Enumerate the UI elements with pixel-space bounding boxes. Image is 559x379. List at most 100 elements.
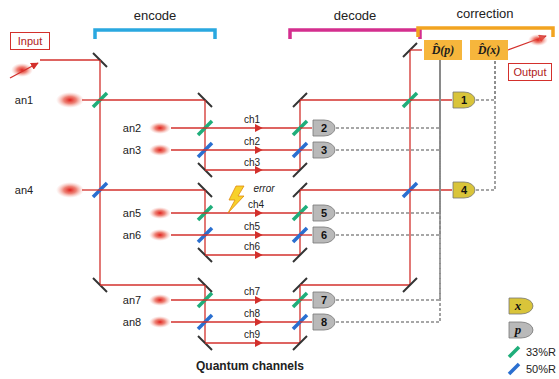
laser-beam	[204, 100, 205, 170]
detector-body	[313, 227, 335, 243]
light-pulse	[149, 207, 171, 219]
node-text: 3	[321, 144, 327, 156]
node-text: D̂(p)	[432, 43, 455, 58]
laser-beam	[262, 234, 300, 235]
laser-beam	[82, 189, 100, 190]
detector: 6	[312, 226, 336, 244]
signal-line	[336, 60, 440, 150]
detector-body	[313, 205, 335, 221]
laser-beam	[10, 63, 38, 78]
ancilla-label: an1	[15, 94, 33, 106]
laser-beam	[205, 342, 262, 343]
ancilla-label: an7	[123, 294, 141, 306]
laser-beam	[204, 285, 205, 343]
stage-bracket	[290, 30, 420, 39]
stage-label: decode	[334, 8, 377, 23]
legend-detector: x	[508, 297, 534, 315]
detector-body	[453, 92, 475, 108]
signal-line	[336, 60, 440, 235]
caption-label: Quantum channels	[196, 359, 304, 373]
laser-beam	[262, 212, 300, 213]
signal-line	[336, 60, 440, 300]
detector-body	[313, 314, 335, 330]
legend-detector: p	[508, 321, 534, 339]
signal-line	[336, 60, 440, 128]
legend-text: 50%R	[526, 363, 556, 375]
displacement-box: D̂(x)	[470, 40, 508, 60]
output-box: Output	[508, 63, 551, 81]
detector: 5	[312, 204, 336, 222]
detector: 3	[312, 141, 336, 159]
signal-line	[476, 60, 495, 190]
legend-text: p	[515, 322, 522, 338]
legend-item: p	[508, 321, 534, 339]
signal-line	[336, 60, 440, 322]
laser-beam	[410, 189, 452, 190]
laser-beam	[204, 190, 205, 255]
detector: 2	[312, 119, 336, 137]
detector-body	[313, 120, 335, 136]
ancilla-label: an4	[15, 184, 33, 196]
node-text: 1	[461, 94, 467, 106]
light-pulse	[149, 144, 171, 156]
laser-beam	[171, 234, 205, 235]
detector-body	[313, 142, 335, 158]
legend-item: 50%R	[506, 360, 556, 378]
legend-text: x	[515, 298, 522, 314]
laser-beam	[171, 149, 205, 150]
laser-beam	[299, 190, 300, 255]
signal-line	[476, 60, 495, 100]
detector-body	[453, 182, 475, 198]
laser-beam	[205, 321, 262, 322]
node-text: 2	[321, 122, 327, 134]
stage-label: correction	[456, 6, 513, 21]
laser-beam	[409, 50, 410, 285]
detector: 1	[452, 91, 476, 109]
laser-beam	[100, 99, 205, 100]
legend-swatch	[506, 361, 522, 377]
legend-swatch	[509, 298, 533, 314]
node-text: Output	[513, 66, 546, 78]
laser-beam	[300, 299, 312, 300]
laser-beam	[300, 189, 410, 190]
laser-beam	[262, 254, 300, 255]
laser-beam	[262, 321, 300, 322]
ancilla-label: an6	[123, 229, 141, 241]
mirror	[403, 278, 417, 292]
detector-body	[313, 292, 335, 308]
laser-beam	[300, 149, 312, 150]
laser-beam	[205, 254, 262, 255]
laser-beam	[205, 234, 262, 235]
laser-beam	[262, 127, 300, 128]
ancilla-label: an8	[123, 316, 141, 328]
node-text: 8	[321, 316, 327, 328]
node-text: 6	[321, 229, 327, 241]
error-label: error	[253, 183, 274, 194]
laser-beam	[299, 100, 300, 170]
channel-label: ch2	[244, 136, 260, 147]
channel-label: ch8	[244, 308, 260, 319]
light-pulse	[149, 316, 171, 328]
legend-swatch	[509, 364, 519, 374]
laser-beam	[300, 99, 410, 100]
channel-label: ch7	[244, 286, 260, 297]
laser-beam	[300, 212, 312, 213]
legend-item: 33%R	[506, 343, 556, 361]
node-text: Input	[18, 35, 42, 47]
channel-label: ch5	[244, 221, 260, 232]
laser-beam	[100, 284, 205, 285]
laser-beam	[40, 59, 100, 60]
ancilla-label: an3	[123, 144, 141, 156]
light-pulse	[149, 229, 171, 241]
light-pulse	[528, 34, 548, 46]
legend-swatch	[506, 344, 522, 360]
laser-beam	[300, 234, 312, 235]
laser-beam	[171, 299, 205, 300]
channel-label: ch3	[244, 157, 260, 168]
ancilla-label: an5	[123, 207, 141, 219]
detector: 4	[452, 181, 476, 199]
stage-bracket	[95, 30, 215, 39]
legend-swatch	[509, 322, 533, 338]
